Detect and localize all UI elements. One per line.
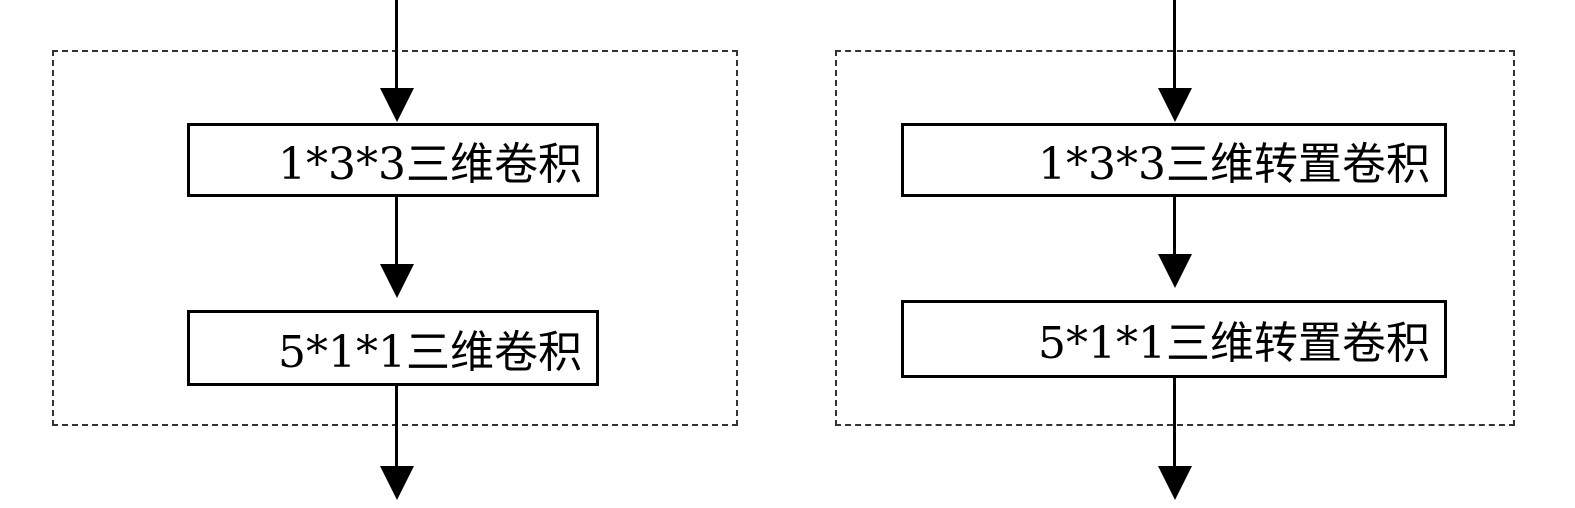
- left-conv-1x3x3-label: 1*3*3三维卷积: [278, 139, 582, 190]
- left-middle-arrowhead: [380, 264, 414, 298]
- right-input-arrowhead: [1158, 88, 1192, 122]
- left-input-arrow-line: [395, 0, 398, 92]
- left-output-arrowhead: [380, 466, 414, 500]
- right-middle-arrow-line: [1173, 197, 1176, 257]
- right-transconv-5x1x1-box: 5*1*1三维转置卷积: [901, 300, 1447, 378]
- right-transconv-5x1x1-label: 5*1*1三维转置卷积: [1038, 318, 1430, 369]
- left-conv-1x3x3-box: 1*3*3三维卷积: [187, 123, 599, 197]
- right-output-arrowhead: [1158, 466, 1192, 500]
- right-input-arrow-line: [1173, 0, 1176, 92]
- right-transconv-1x3x3-box: 1*3*3三维转置卷积: [901, 123, 1447, 197]
- left-middle-arrow-line: [395, 197, 398, 267]
- right-output-arrow-line: [1173, 378, 1176, 470]
- left-input-arrowhead: [380, 88, 414, 122]
- right-middle-arrowhead: [1158, 254, 1192, 288]
- left-conv-5x1x1-label: 5*1*1三维卷积: [278, 327, 582, 378]
- right-transconv-1x3x3-label: 1*3*3三维转置卷积: [1038, 139, 1430, 190]
- left-output-arrow-line: [395, 386, 398, 470]
- left-conv-5x1x1-box: 5*1*1三维卷积: [187, 310, 599, 386]
